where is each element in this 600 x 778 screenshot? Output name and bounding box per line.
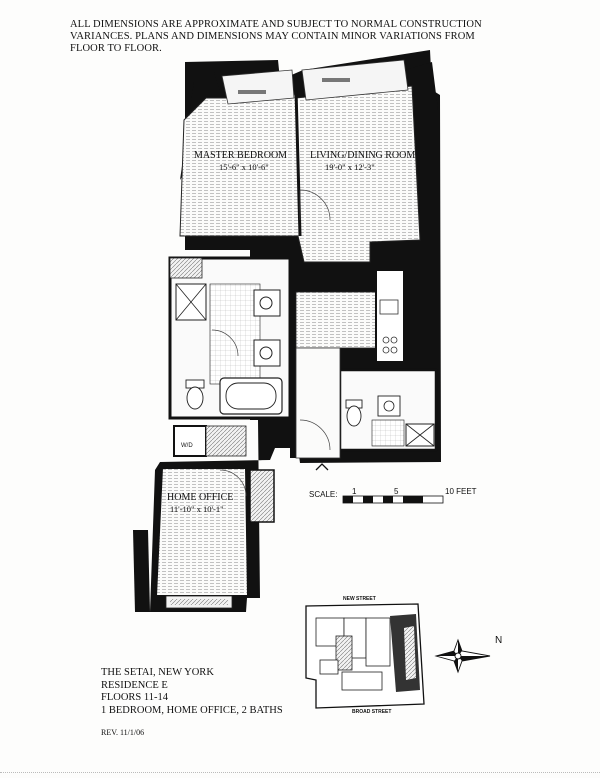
scale-tick-5: 5 (394, 487, 399, 496)
room-name-master-bedroom: MASTER BEDROOM (194, 150, 287, 161)
entry-arrow-icon (315, 463, 329, 471)
second-bathroom (338, 368, 438, 452)
building-info-line: RESIDENCE E (101, 679, 168, 691)
compass-north-label: N (495, 635, 502, 646)
room-name-living-dining: LIVING/DINING ROOM (310, 150, 415, 161)
revision-date: REV. 11/1/06 (101, 728, 145, 737)
room-dims-master-bedroom: 15'-6" x 10'-6" (219, 162, 269, 172)
washer-dryer-closet: W/D (173, 425, 247, 457)
room-dims-home-office: 11'-10" x 10'-1" (170, 504, 224, 514)
key-plan-broad-street: BROAD STREET (352, 709, 391, 715)
entry-foyer (295, 347, 341, 471)
building-info-line: THE SETAI, NEW YORK (101, 667, 214, 678)
scale-tick-1: 1 (352, 487, 357, 496)
room-name-home-office: HOME OFFICE (167, 492, 233, 503)
disclaimer-text: ALL DIMENSIONS ARE APPROXIMATE AND SUBJE… (70, 19, 482, 54)
building-info-line: 1 BEDROOM, HOME OFFICE, 2 BATHS (101, 704, 283, 716)
home-office (154, 467, 275, 609)
kitchen (295, 269, 410, 380)
bathroom-core (168, 256, 296, 458)
scale-bar: SCALE: 1 5 10 FEET (309, 487, 477, 504)
key-plan-new-street: NEW STREET (343, 596, 376, 602)
compass-icon: N (434, 635, 502, 674)
main-living-floor (179, 59, 421, 263)
key-plan: NEW STREET BROAD STREET (305, 596, 425, 715)
scan-edge-line (0, 772, 600, 774)
scale-tick-10-feet: 10 FEET (445, 487, 477, 496)
room-dims-living-dining: 19'-0" x 12'-3" (325, 162, 375, 172)
scale-label: SCALE: (309, 490, 337, 499)
building-info-line: FLOORS 11-14 (101, 692, 168, 703)
washer-dryer-label: W/D (181, 443, 193, 449)
building-info: THE SETAI, NEW YORK RESIDENCE E FLOORS 1… (101, 667, 283, 717)
